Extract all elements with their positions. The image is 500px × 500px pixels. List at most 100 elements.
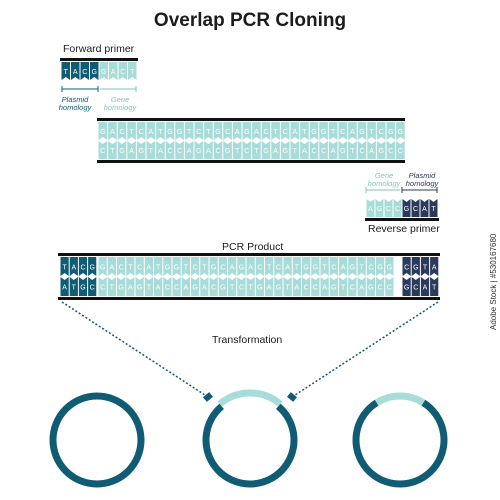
pcr-mid-bottom-base-cell xyxy=(265,277,274,296)
pcr-mid-top-base-cell xyxy=(181,257,190,276)
pcr-left-top-base-cell xyxy=(78,257,88,276)
gene-bottom-base-cell xyxy=(223,141,232,159)
pcr-mid-top-base-letter: G xyxy=(165,265,170,272)
page-title: Overlap PCR Cloning xyxy=(153,10,347,31)
pcr-mid-bottom-base-letter: C xyxy=(387,285,392,292)
gene-bottom-base-letter: T xyxy=(149,148,154,155)
reverse-primer-backbone xyxy=(365,218,439,221)
gene-bottom-backbone xyxy=(97,160,405,163)
gene-top-base-letter: A xyxy=(235,129,240,136)
pcr-right-top-base-letter: T xyxy=(423,265,428,272)
gene-bottom-base-cell xyxy=(127,141,136,159)
pcr-mid-bottom-base-cell xyxy=(339,277,348,296)
pcr-left-top-base-cell xyxy=(69,257,78,276)
forward-plasmid-base-cell xyxy=(61,62,70,80)
pcr-mid-bottom-base-cell xyxy=(154,277,163,296)
pcr-mid-bottom-base-cell xyxy=(126,277,135,296)
forward-plasmid-base-letter: A xyxy=(73,69,78,76)
pcr-left-bottom-base-letter: C xyxy=(90,285,95,292)
pcr-right-top-base-letter: A xyxy=(432,265,437,272)
pcr-mid-top-base-letter: C xyxy=(257,265,262,272)
gene-bottom-base-cell xyxy=(309,141,319,159)
pcr-mid-top-base-letter: G xyxy=(377,265,382,272)
gene-bottom-base-cell xyxy=(156,141,165,159)
pcr-mid-bottom-base-letter: C xyxy=(313,285,318,292)
pcr-mid-top-base-letter: T xyxy=(322,265,327,272)
pcr-right-bottom-base-cell xyxy=(411,277,420,296)
gene-bottom-base-letter: C xyxy=(311,148,316,155)
pcr-mid-top-base-cell xyxy=(283,257,292,276)
pcr-mid-bottom-base-letter: A xyxy=(267,285,272,292)
pcr-mid-bottom-base-cell xyxy=(191,277,200,296)
gene-bottom-base-cell xyxy=(271,141,280,159)
pcr-mid-top-base-letter: T xyxy=(359,265,364,272)
pcr-mid-bottom-base-letter: T xyxy=(147,285,152,292)
gene-bottom-base-cell xyxy=(280,141,290,159)
pcr-mid-bottom-base-letter: G xyxy=(331,285,336,292)
gene-top-base-cell xyxy=(271,122,280,140)
gene-bottom-base-cell xyxy=(319,141,328,159)
gene-top-base-letter: A xyxy=(148,129,153,136)
pcr-mid-top-base-letter: C xyxy=(276,265,281,272)
gene-top-base-letter: T xyxy=(302,129,307,136)
pcr-mid-top-base-letter: A xyxy=(248,265,253,272)
gene-bottom-base-letter: A xyxy=(158,148,163,155)
pcr-mid-bottom-base-cell xyxy=(376,277,385,296)
pcr-mid-top-base-cell xyxy=(144,257,153,276)
gene-bottom-base-letter: C xyxy=(398,148,403,155)
pcr-mid-bottom-base-letter: C xyxy=(165,285,170,292)
reverse-gene-base-letter: G xyxy=(377,206,382,213)
gene-bottom-base-letter: C xyxy=(215,148,220,155)
pcr-left-bottom-base-cell xyxy=(60,277,69,296)
pcr-right-top-base-letter: G xyxy=(413,265,418,272)
pcr-mid-bottom-base-letter: G xyxy=(192,285,197,292)
pcr-product-label: PCR Product xyxy=(222,241,284,253)
pcr-mid-top-base-cell xyxy=(154,257,163,276)
pcr-right-bottom-base-letter: C xyxy=(413,285,418,292)
pcr-mid-bottom-base-letter: T xyxy=(230,285,235,292)
gene-bottom-base-letter: A xyxy=(273,148,278,155)
gene-top-base-letter: T xyxy=(129,129,134,136)
gene-top-base-letter: C xyxy=(283,129,288,136)
pcr-mid-bottom-base-letter: A xyxy=(322,285,327,292)
pcr-mid-top-base-cell xyxy=(357,257,366,276)
pcr-left-top-base-letter: A xyxy=(71,265,76,272)
pcr-mid-bottom-base-letter: T xyxy=(285,285,290,292)
pcr-mid-top-base-letter: T xyxy=(128,265,133,272)
pcr-mid-top-base-cell xyxy=(274,257,283,276)
gene-top-base-letter: A xyxy=(254,129,259,136)
pcr-right-top-base-cell xyxy=(411,257,420,276)
pcr-mid-top-base-cell xyxy=(98,257,107,276)
gene-bottom-base-letter: G xyxy=(378,148,383,155)
forward-gene-base-cell xyxy=(109,62,118,80)
gene-bottom-base-cell xyxy=(252,141,261,159)
pcr-mid-top-base-letter: A xyxy=(147,265,152,272)
pcr-mid-top-base-letter: C xyxy=(331,265,336,272)
pcr-mid-top-base-cell xyxy=(311,257,320,276)
pcr-mid-bottom-base-letter: G xyxy=(137,285,142,292)
pcr-mid-top-base-cell xyxy=(302,257,311,276)
pcr-mid-bottom-base-letter: G xyxy=(118,285,123,292)
pcr-mid-bottom-base-cell xyxy=(385,277,394,296)
pcr-mid-top-base-letter: G xyxy=(387,265,392,272)
reverse-gene-base-cell xyxy=(375,199,384,217)
pcr-mid-bottom-base-cell xyxy=(292,277,301,296)
side-watermark-text: Adobe Stock | #530167680 xyxy=(489,233,498,330)
pcr-mid-bottom-base-letter: G xyxy=(276,285,281,292)
gene-top-base-letter: T xyxy=(331,129,336,136)
pcr-mid-top-base-cell xyxy=(385,257,394,276)
gene-top-base-cell xyxy=(213,122,223,140)
gene-top-base-cell xyxy=(367,122,376,140)
reverse-gene-homology-label: Gene homology xyxy=(367,171,401,188)
gene-top-base-cell xyxy=(280,122,290,140)
gene-bottom-base-letter: C xyxy=(244,148,249,155)
pcr-mid-bottom-base-cell xyxy=(311,277,320,296)
pcr-right-bottom-base-cell xyxy=(430,277,439,296)
reverse-gene-base-cell xyxy=(366,199,375,217)
gene-bottom-base-cell xyxy=(376,141,386,159)
pcr-mid-bottom-base-letter: G xyxy=(368,285,373,292)
pcr-left-top-base-cell xyxy=(88,257,97,276)
